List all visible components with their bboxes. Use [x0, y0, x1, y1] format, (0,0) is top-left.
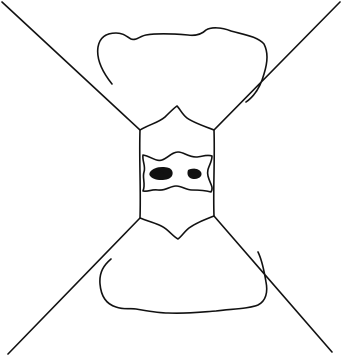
- diagonal-line-top-right: [214, 2, 340, 130]
- lower-lobe-outline: [100, 252, 267, 313]
- diagonal-line-bottom-left: [8, 218, 140, 354]
- center-right-wall: [214, 130, 215, 216]
- diagonal-line-top-left: [2, 2, 140, 130]
- center-top-contour: [140, 106, 214, 130]
- inner-right-blob: [187, 169, 201, 179]
- center-bottom-contour: [140, 216, 214, 239]
- center-left-wall: [140, 130, 141, 218]
- upper-lobe-outline: [98, 28, 267, 102]
- inner-left-blob: [149, 167, 172, 180]
- diagonal-line-bottom-right: [214, 216, 332, 352]
